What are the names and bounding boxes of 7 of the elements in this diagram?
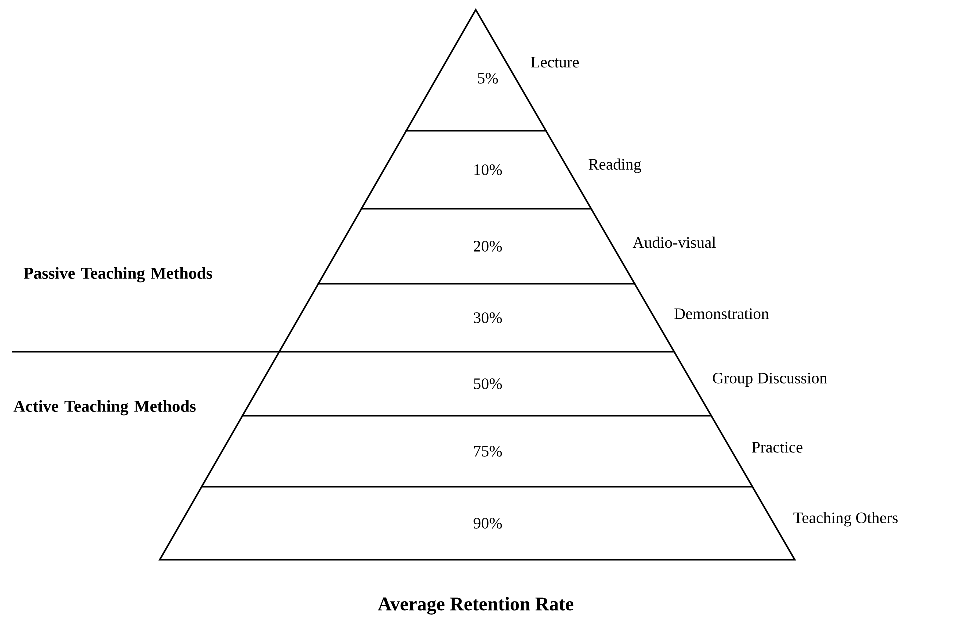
group-label: Active Teaching Methods	[14, 400, 196, 416]
group-label: Passive Teaching Methods	[24, 267, 212, 283]
layer-label: Group Discussion	[713, 372, 828, 387]
layer-label: Demonstration	[674, 308, 770, 320]
caption: Average Retention Rate	[378, 597, 574, 615]
layer-label: Practice	[752, 442, 803, 453]
layer-label: Teaching Others	[794, 512, 898, 527]
